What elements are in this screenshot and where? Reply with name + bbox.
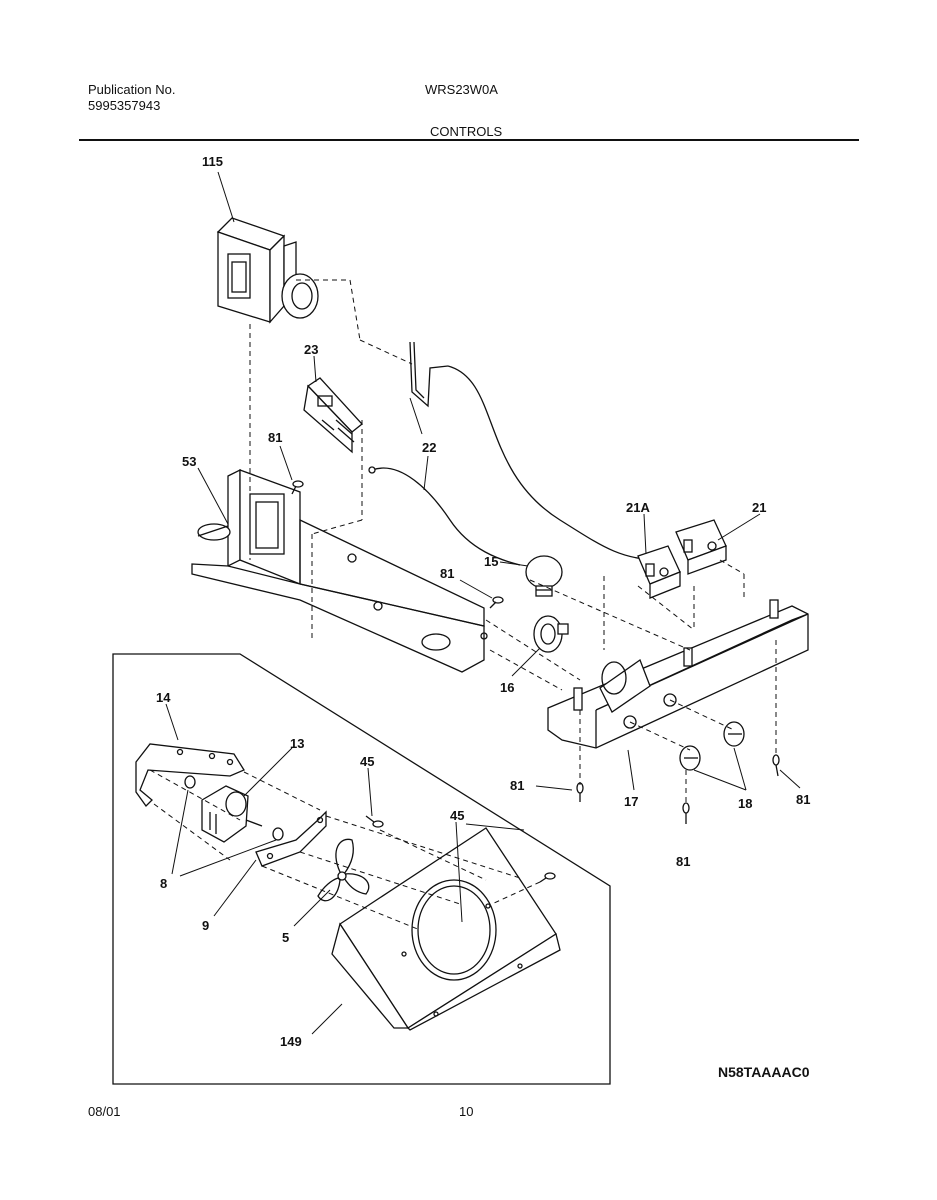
part-149-fan-shroud <box>331 827 561 1031</box>
callout-18: 18 <box>738 796 752 811</box>
part-53-control-housing <box>191 468 488 673</box>
callout-45-lower: 45 <box>450 808 464 823</box>
callout-149: 149 <box>280 1034 302 1049</box>
callout-labels: 115 23 22 81 53 21A 21 15 81 16 14 13 45… <box>156 154 810 1049</box>
callout-81-right: 81 <box>796 792 810 807</box>
section-title: CONTROLS <box>430 124 503 139</box>
part-21A-switch <box>637 545 681 599</box>
diagram-code: N58TAAAAC0 <box>718 1064 810 1080</box>
callout-16: 16 <box>500 680 514 695</box>
part-5-fan-blade <box>317 838 370 902</box>
callout-53: 53 <box>182 454 196 469</box>
part-18-knob-lower <box>679 745 701 771</box>
screw-81-left-bottom <box>576 782 584 802</box>
callout-81-left: 81 <box>510 778 524 793</box>
callout-15: 15 <box>484 554 498 569</box>
callout-13: 13 <box>290 736 304 751</box>
callout-9: 9 <box>202 918 209 933</box>
part-14-fan-bracket <box>135 743 245 808</box>
callout-21: 21 <box>752 500 766 515</box>
publication-block: Publication No. 5995357943 <box>88 82 175 114</box>
screw-45-side <box>539 872 556 883</box>
part-9-motor-bracket <box>255 810 327 867</box>
footer-date: 08/01 <box>88 1104 121 1119</box>
screw-81-right-bottom <box>772 754 780 777</box>
callout-23: 23 <box>304 342 318 357</box>
fan-assembly-frame <box>112 653 611 1085</box>
part-22-sensor-wire <box>368 341 661 566</box>
callout-115: 115 <box>202 154 223 169</box>
part-115-control-box <box>216 217 319 324</box>
publication-label: Publication No. <box>88 82 176 97</box>
page-number: 10 <box>459 1104 474 1119</box>
screw-81-top <box>291 480 304 495</box>
part-15-lamp-bulb <box>525 555 563 597</box>
callout-21A: 21A <box>626 500 650 515</box>
assembly-lines-upper <box>249 279 777 804</box>
part-16-lamp-socket <box>533 615 569 653</box>
callout-14: 14 <box>156 690 171 705</box>
callout-5: 5 <box>282 930 289 945</box>
screw-81-mid <box>489 596 504 609</box>
callout-81-center: 81 <box>676 854 690 869</box>
header-rule <box>79 139 859 141</box>
callout-8: 8 <box>160 876 167 891</box>
part-17-control-panel <box>547 599 809 749</box>
model-number: WRS23W0A <box>425 82 498 97</box>
callout-81-mid: 81 <box>440 566 454 581</box>
callout-81-top: 81 <box>268 430 282 445</box>
callout-17: 17 <box>624 794 638 809</box>
leader-lines <box>165 171 801 1035</box>
assembly-lines-fan <box>149 769 541 931</box>
screw-45-upper <box>365 815 384 828</box>
part-8-grommets <box>184 775 284 841</box>
callout-22: 22 <box>422 440 436 455</box>
part-13-fan-motor <box>201 785 263 843</box>
part-21-switch <box>675 519 727 575</box>
screw-81-center-bottom <box>682 802 690 824</box>
part-18-knob-upper <box>723 721 745 747</box>
part-23-control-board <box>303 377 363 454</box>
callout-45-upper: 45 <box>360 754 374 769</box>
publication-number: 5995357943 <box>88 98 161 113</box>
